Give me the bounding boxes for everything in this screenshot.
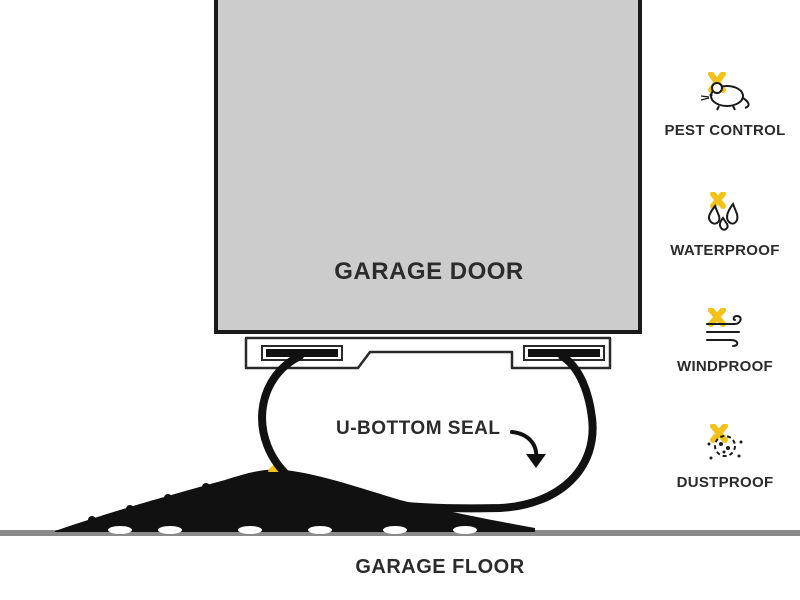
garage-door-label: GARAGE DOOR bbox=[334, 258, 524, 285]
feature-label: WINDPROOF bbox=[676, 358, 774, 375]
u-bottom-seal-loop bbox=[258, 352, 597, 513]
seal-pointer-arrowhead bbox=[526, 454, 546, 468]
feature-waterproof: WATERPROOF bbox=[650, 192, 800, 259]
wind-icon bbox=[706, 308, 742, 347]
feature-label: WATERPROOF bbox=[670, 242, 780, 259]
mouse-icon bbox=[700, 72, 750, 111]
dust-icon bbox=[707, 424, 743, 460]
feature-pest-control: PEST CONTROL bbox=[650, 72, 800, 139]
feature-dustproof: DUSTPROOF bbox=[650, 424, 800, 491]
feature-windproof: WINDPROOF bbox=[650, 308, 800, 375]
compressed-seal-flap bbox=[55, 469, 535, 532]
garage-floor-label: GARAGE FLOOR bbox=[355, 556, 525, 578]
floor-contact-bubbles bbox=[108, 526, 477, 534]
feature-label: DUSTPROOF bbox=[676, 474, 774, 491]
seal-rib-dots bbox=[88, 483, 210, 524]
water-drops-icon bbox=[707, 192, 739, 231]
garage-door-panel bbox=[214, 0, 642, 334]
u-bottom-seal-label: U-BOTTOM SEAL bbox=[336, 418, 501, 439]
feature-label: PEST CONTROL bbox=[664, 122, 786, 139]
